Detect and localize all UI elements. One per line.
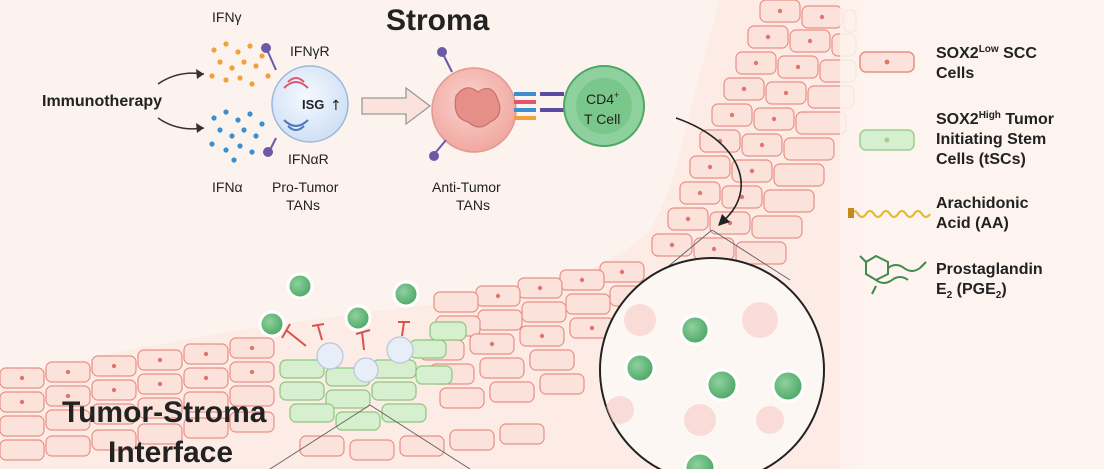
arrow-to-magnified bbox=[675, 117, 742, 223]
transition-arrow-icon bbox=[361, 86, 432, 126]
isg-label: ISG bbox=[302, 97, 324, 112]
legend-tsc-line2: Initiating Stem bbox=[936, 131, 1046, 148]
anti-tumor-label-line2: TANs bbox=[456, 197, 490, 213]
ifng-dots bbox=[209, 41, 271, 87]
pro-tumor-label-line1: Pro-Tumor bbox=[272, 179, 339, 195]
ifngr-label: IFNγR bbox=[290, 43, 330, 59]
ifna-dots bbox=[209, 109, 265, 163]
cd4-t-cell bbox=[563, 65, 645, 147]
interface-title-line2: Interface bbox=[108, 436, 233, 469]
legend-tsc-line1: SOX2High Tumor bbox=[936, 110, 1054, 128]
ifna-label: IFNα bbox=[212, 179, 243, 195]
tcells-inhibition-group bbox=[258, 272, 420, 383]
legend-scc-line2: Cells bbox=[936, 65, 974, 82]
isg-up-arrow-icon: ↑ bbox=[330, 98, 342, 114]
anti-tumor-tan-cell bbox=[429, 47, 564, 161]
legend-pge2-line2: E2 (PGE2) bbox=[936, 281, 1007, 301]
pro-tumor-label-line2: TANs bbox=[286, 197, 320, 213]
zoom-line-lower bbox=[269, 404, 371, 469]
cd4-label-line1: CD4+ bbox=[586, 90, 619, 107]
stroma-title: Stroma bbox=[386, 4, 490, 37]
magnified-tissue-circle bbox=[599, 257, 825, 469]
immunotherapy-label: Immunotherapy bbox=[42, 93, 162, 110]
arrow-head-ifna bbox=[196, 123, 204, 133]
zoom-line-upper2 bbox=[711, 229, 791, 281]
legend-scc-line1: SOX2Low SCC bbox=[936, 44, 1037, 62]
legend-tsc-line3: Cells (tSCs) bbox=[936, 151, 1026, 168]
legend-aa-line2: Acid (AA) bbox=[936, 215, 1009, 232]
zoom-line-lower2 bbox=[369, 404, 471, 469]
ifng-label: IFNγ bbox=[212, 9, 242, 25]
legend-pge2-icon bbox=[859, 254, 927, 295]
arrow-head-magnified bbox=[718, 214, 730, 226]
legend-aa-icon bbox=[849, 209, 931, 219]
arrow-head-ifng bbox=[196, 69, 204, 79]
ifnar-label: IFNαR bbox=[288, 151, 329, 167]
anti-tumor-label-line1: Anti-Tumor bbox=[432, 179, 501, 195]
pro-tumor-tan-cell bbox=[261, 43, 349, 157]
legend-pge2-line1: Prostaglandin bbox=[936, 261, 1043, 278]
legend-aa-line1: Arachidonic bbox=[936, 195, 1029, 212]
cd4-label-line2: T Cell bbox=[584, 111, 620, 127]
legend-fade bbox=[840, 0, 1104, 469]
interface-title-line1: Tumor-Stroma bbox=[62, 396, 267, 429]
legend: SOX2Low SCC Cells SOX2High Tumor Initiat… bbox=[848, 44, 1054, 301]
